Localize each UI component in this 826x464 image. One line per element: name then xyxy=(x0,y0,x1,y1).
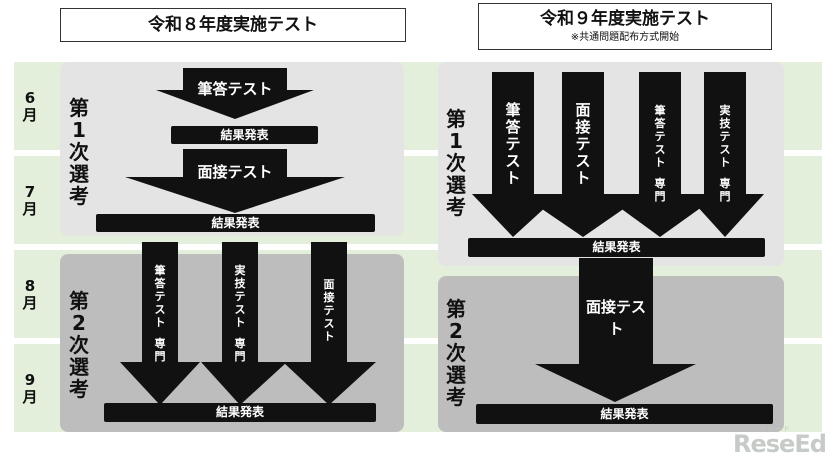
right-arrow-written-spec-sub: 専門 xyxy=(654,177,666,203)
month-label-6: 6月 xyxy=(22,89,38,124)
left-result-bar-3: 結果発表 xyxy=(104,403,376,422)
right-arrow-interview2-label: 面接テスト xyxy=(585,298,646,338)
logo-main: ReseEd xyxy=(733,430,826,458)
left-arrow-written xyxy=(156,68,314,119)
right-arrow-written-main: 筆答テスト xyxy=(505,101,521,187)
right-result-bar-2: 結果発表 xyxy=(476,404,773,424)
left-arrow-interview2-main: 面接テスト xyxy=(323,278,335,343)
left-arrow-written-spec xyxy=(120,242,200,405)
right-arrow-skill-spec-label: 実技テスト 専門 xyxy=(704,104,746,203)
left-title: 令和８年度実施テスト xyxy=(60,8,406,42)
left-stage1-label: 第1次選考 xyxy=(69,96,89,208)
right-result-bar-1: 結果発表 xyxy=(468,238,765,257)
right-arrow-written-label: 筆答テスト xyxy=(492,102,534,187)
left-arrow-skill-spec-main: 実技テスト xyxy=(234,264,246,329)
left-arrow-written-spec-main: 筆答テスト xyxy=(154,264,166,329)
left-result-bar-1: 結果発表 xyxy=(171,126,318,144)
right-arrow-interview-main: 面接テスト xyxy=(575,101,591,187)
left-arrow-skill-spec-label: 実技テスト 専門 xyxy=(222,264,258,363)
right-title: 令和９年度実施テスト ※共通問題配布方式開始 xyxy=(478,3,772,50)
left-arrow-interview xyxy=(125,149,345,213)
right-stage2-label: 第2次選考 xyxy=(446,297,466,409)
right-arrow-written-spec-label: 筆答テスト 専門 xyxy=(639,104,681,203)
left-arrow-skill-spec-sub: 専門 xyxy=(234,337,246,363)
right-stage1-label: 第1次選考 xyxy=(446,107,466,219)
left-result-bar-2: 結果発表 xyxy=(96,214,375,232)
left-arrow-interview2-label: 面接テスト xyxy=(311,278,347,343)
right-title-note: ※共通問題配布方式開始 xyxy=(570,32,680,43)
left-arrow-written-spec-sub: 専門 xyxy=(154,337,166,363)
left-arrow-written-spec-label: 筆答テスト 専門 xyxy=(142,264,178,363)
right-arrow-skill-spec xyxy=(686,72,764,237)
right-arrow-skill-spec-sub: 専門 xyxy=(719,177,731,203)
right-arrow-interview-label: 面接テスト xyxy=(562,102,604,187)
right-arrow-written-spec-main: 筆答テスト xyxy=(654,104,666,169)
month-label-8: 8月 xyxy=(22,277,38,312)
left-arrow-skill-spec xyxy=(201,242,287,405)
left-arrow-interview2 xyxy=(283,242,376,405)
left-stage2-label: 第2次選考 xyxy=(69,289,89,401)
left-arrow-written-label: 筆答テスト xyxy=(197,80,273,98)
right-arrow-interview2 xyxy=(535,258,696,402)
right-title-text: 令和９年度実施テスト xyxy=(540,9,710,29)
month-label-7: 7月 xyxy=(22,183,38,218)
logo-kana: リシード xyxy=(759,425,791,433)
month-label-9: 9月 xyxy=(22,371,38,406)
site-logo: リシード ReseEd xyxy=(733,424,826,462)
right-arrow-skill-spec-main: 実技テスト xyxy=(719,104,731,169)
left-arrow-interview-label: 面接テスト xyxy=(197,163,273,181)
